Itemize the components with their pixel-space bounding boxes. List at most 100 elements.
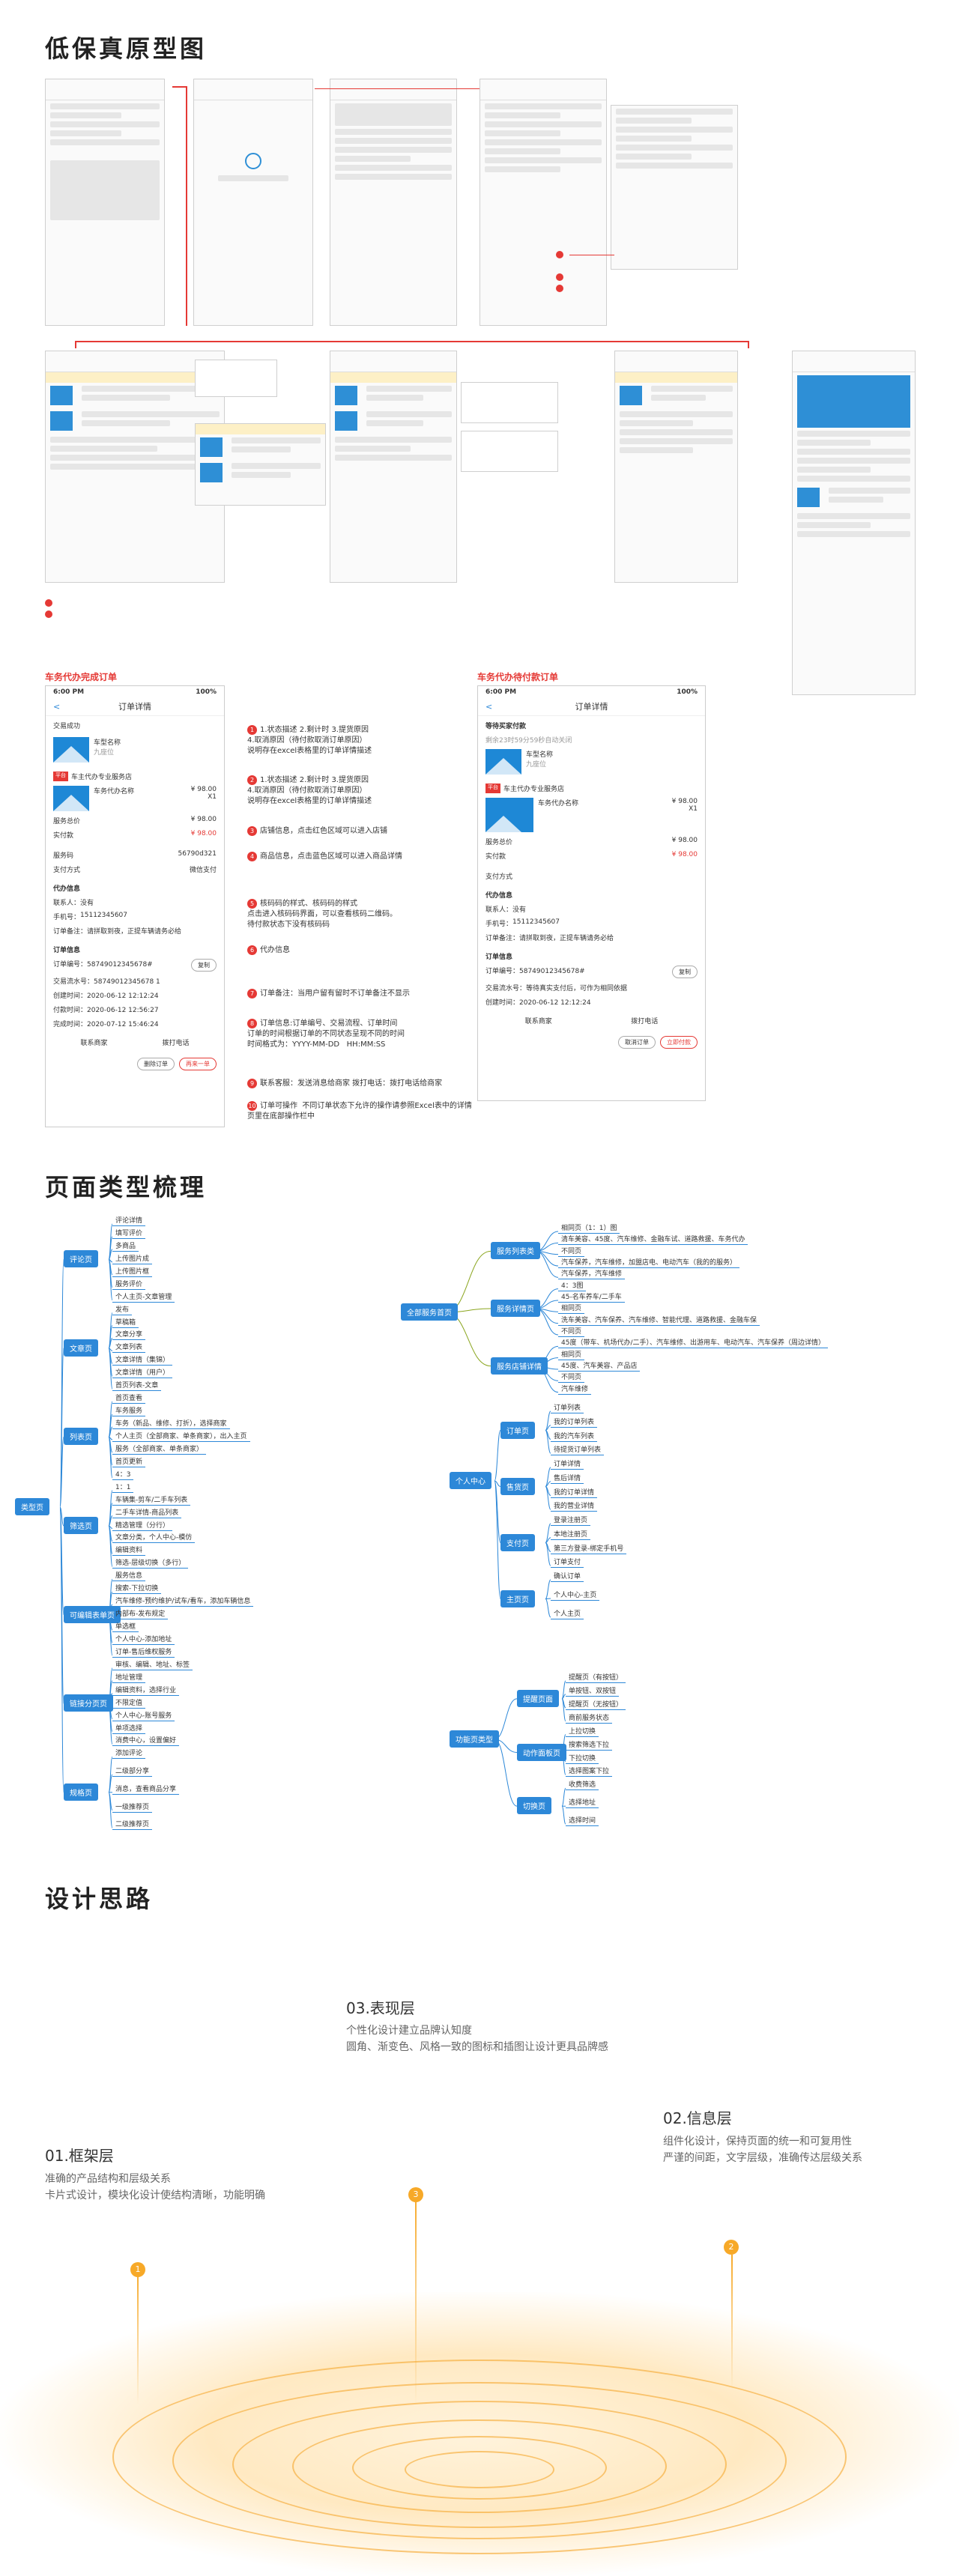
mindmap-leaf[interactable]: 不同页 (558, 1326, 585, 1337)
mindmap-branch[interactable]: 规格页 (64, 1783, 98, 1801)
mindmap-leaf[interactable]: 个人主页-文章管理 (112, 1291, 175, 1303)
mindmap-leaf[interactable]: 个人中心-账号服务 (112, 1710, 175, 1721)
mindmap-leaf[interactable]: 不限定值 (112, 1697, 146, 1709)
mindmap-leaf[interactable]: 文章列表 (112, 1342, 146, 1354)
mindmap-leaf[interactable]: 选择地址 (566, 1797, 599, 1809)
mindmap-branch[interactable]: 切换页 (517, 1797, 551, 1815)
mindmap-leaf[interactable]: 文章详情（用户） (112, 1367, 173, 1379)
cancel-order-button[interactable]: 取消订单 (618, 1036, 656, 1049)
mindmap-leaf[interactable]: 个人中心-主页 (551, 1589, 600, 1601)
wireframe-popup[interactable] (195, 360, 277, 397)
mindmap-leaf[interactable]: 汽车维修 (558, 1384, 592, 1395)
mindmap-leaf[interactable]: 相同页（1：1）图 (558, 1222, 620, 1234)
mindmap-leaf[interactable]: 搜索筛选下拉 (566, 1739, 613, 1751)
mindmap-leaf[interactable]: 首页更新 (112, 1456, 146, 1467)
mindmap-leaf[interactable]: 上传图片成 (112, 1253, 153, 1264)
mindmap-leaf[interactable]: 汽车维修-预约维护/试车/看车，添加车辆信息 (112, 1595, 254, 1607)
mindmap-leaf[interactable]: 服务信息 (112, 1570, 146, 1582)
mindmap-branch[interactable]: 订单页 (500, 1421, 535, 1439)
mindmap-root-func[interactable]: 功能页类型 (450, 1730, 499, 1748)
mindmap-leaf[interactable]: 发布 (112, 1304, 133, 1315)
mindmap-leaf[interactable]: 个人主页（全部商家、单条商家），出入主页 (112, 1431, 250, 1442)
mindmap-leaf[interactable]: 消费中心，设置偏好 (112, 1735, 180, 1747)
mindmap-leaf[interactable]: 我的订单详情 (551, 1487, 598, 1498)
mindmap-leaf[interactable]: 地址管理 (112, 1672, 146, 1683)
mindmap-branch[interactable]: 售货页 (500, 1477, 535, 1495)
mindmap-leaf[interactable]: 45度（带车、机场代办/二手）、汽车维修、出游用车、电动汽车、汽车保养（周边详情… (558, 1337, 828, 1349)
mindmap-leaf[interactable]: 我的订单列表 (551, 1416, 598, 1428)
mindmap-leaf[interactable]: 单选框 (112, 1621, 139, 1633)
mindmap-leaf[interactable]: 服务（全部商家、单条商家） (112, 1443, 207, 1455)
mindmap-leaf[interactable]: 提醒页（有按钮） (566, 1672, 626, 1683)
wireframe-screen[interactable] (611, 105, 738, 270)
shop-link[interactable]: 平台车主代办专业服务店 (46, 769, 224, 784)
mindmap-leaf[interactable]: 提醒页（无按钮） (566, 1699, 626, 1710)
copy-button[interactable]: 复制 (191, 959, 217, 972)
mindmap-leaf[interactable]: 相同页 (558, 1349, 585, 1360)
mindmap-leaf[interactable]: 添加评论 (112, 1748, 146, 1760)
mindmap-branch[interactable]: 提醒页面 (517, 1689, 559, 1707)
mindmap-leaf[interactable]: 多商品 (112, 1240, 139, 1252)
mindmap-branch[interactable]: 主页页 (500, 1589, 535, 1607)
mindmap-leaf[interactable]: 首页查看 (112, 1392, 146, 1404)
mindmap-root-personal[interactable]: 个人中心 (450, 1472, 491, 1489)
mindmap-leaf[interactable]: 选择时间 (566, 1815, 599, 1827)
mindmap-leaf[interactable]: 评论详情 (112, 1215, 146, 1226)
mindmap-leaf[interactable]: 车辆集-剪车/二手车列表 (112, 1494, 191, 1506)
mindmap-leaf[interactable]: 选择图案下拉 (566, 1766, 613, 1778)
mindmap-leaf[interactable]: 1：1 (112, 1482, 134, 1493)
mindmap-branch[interactable]: 服务店铺详情 (491, 1357, 548, 1375)
mindmap-leaf[interactable]: 不同页 (558, 1246, 585, 1257)
mindmap-leaf[interactable]: 内部布-发布规定 (112, 1608, 169, 1620)
shop-link[interactable]: 平台车主代办专业服务店 (478, 781, 705, 795)
mindmap-leaf[interactable]: 填写评价 (112, 1228, 146, 1239)
mindmap-leaf[interactable]: 45度、汽车美容、产品店 (558, 1360, 641, 1372)
mindmap-leaf[interactable]: 二级推荐页 (112, 1819, 153, 1831)
mindmap-branch[interactable]: 链接分页页 (64, 1694, 113, 1712)
mindmap-leaf[interactable]: 服务评价 (112, 1279, 146, 1290)
mindmap-leaf[interactable]: 4：3 (112, 1469, 134, 1480)
mindmap-leaf[interactable]: 草稿箱 (112, 1317, 139, 1328)
mindmap-leaf[interactable]: 二级部分享 (112, 1766, 153, 1778)
mindmap-leaf[interactable]: 商前服务状态 (566, 1712, 613, 1724)
wireframe-popup[interactable] (461, 382, 558, 423)
mindmap-leaf[interactable]: 首页列表-文章 (112, 1380, 162, 1392)
mindmap-leaf[interactable]: 搜索-下拉切换 (112, 1583, 162, 1595)
mindmap-leaf[interactable]: 订单列表 (551, 1402, 584, 1413)
mindmap-branch[interactable]: 可编辑表单页 (64, 1605, 121, 1623)
mindmap-leaf[interactable]: 文章详情（集锦） (112, 1354, 173, 1366)
mindmap-leaf[interactable]: 我的营业详情 (551, 1500, 598, 1512)
mindmap-branch[interactable]: 服务详情页 (491, 1300, 540, 1317)
mindmap-leaf[interactable]: 4：3图 (558, 1280, 587, 1291)
wireframe-screen-long[interactable] (792, 351, 916, 695)
mindmap-leaf[interactable]: 一级推荐页 (112, 1801, 153, 1813)
copy-button[interactable]: 复制 (672, 966, 698, 978)
wireframe-popup[interactable] (461, 431, 558, 472)
back-icon[interactable]: < (485, 702, 493, 712)
wireframe-screen[interactable] (193, 79, 313, 326)
mindmap-leaf[interactable]: 不同页 (558, 1372, 585, 1384)
delete-order-button[interactable]: 删除订单 (137, 1058, 175, 1070)
mindmap-leaf[interactable]: 洗车美容、汽车保养、汽车维修、智能代理、道路救援、金融车保 (558, 1315, 760, 1326)
mindmap-leaf[interactable]: 个人中心-添加地址 (112, 1634, 175, 1645)
order-again-button[interactable]: 再来一单 (179, 1058, 217, 1070)
wireframe-screen[interactable] (614, 351, 738, 583)
mindmap-leaf[interactable]: 单按钮、双按钮 (566, 1685, 620, 1697)
mindmap-leaf[interactable]: 订单详情 (551, 1458, 584, 1470)
mindmap-root-left[interactable]: 类型页 (15, 1498, 49, 1515)
mindmap-leaf[interactable]: 待提货订单列表 (551, 1444, 605, 1456)
mindmap-leaf[interactable]: 编辑资料 (112, 1545, 146, 1557)
contact-shop-button[interactable]: 联系商家 (524, 1018, 552, 1025)
mindmap-leaf[interactable]: 本地注册页 (551, 1529, 591, 1540)
mindmap-leaf[interactable]: 售后详情 (551, 1473, 584, 1484)
call-phone-button[interactable]: 拨打电话 (631, 1018, 659, 1025)
wireframe-screen[interactable] (330, 351, 457, 583)
mindmap-leaf[interactable]: 第三方登录-绑定手机号 (551, 1543, 627, 1554)
mindmap-leaf[interactable]: 消息，查看商品分享 (112, 1783, 180, 1795)
mindmap-leaf[interactable]: 审核、编辑、地址、标签 (112, 1659, 193, 1670)
mindmap-leaf[interactable]: 上传图片框 (112, 1266, 153, 1277)
wireframe-screen[interactable] (330, 79, 457, 326)
mindmap-leaf[interactable]: 车务（新品、维修、打折），选择商家 (112, 1418, 230, 1430)
